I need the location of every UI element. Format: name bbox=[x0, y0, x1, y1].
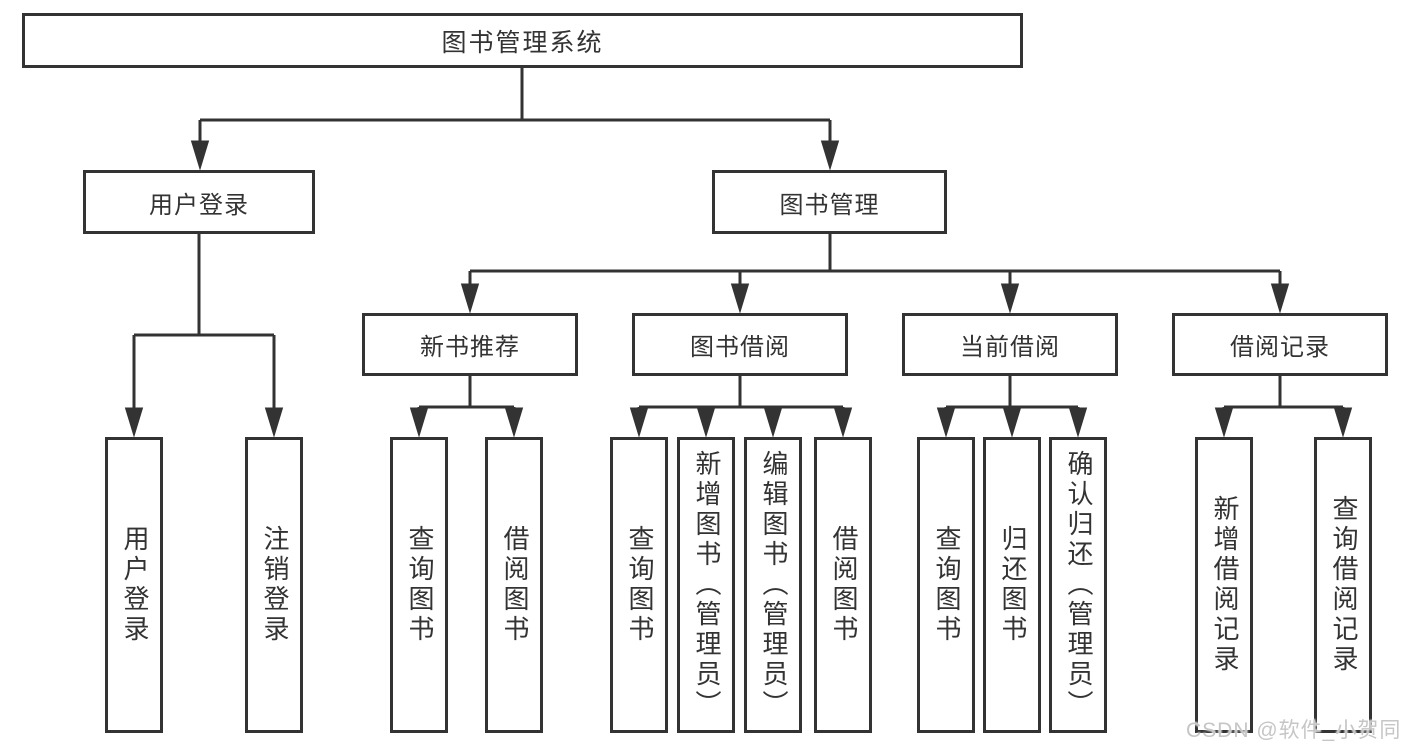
leaf-newrec-query-books-label: 查询图书 bbox=[404, 525, 435, 645]
leaf-logout-label: 注销登录 bbox=[259, 525, 290, 645]
node-book-borrowing-label: 图书借阅 bbox=[690, 334, 790, 361]
leaf-current-return-books: 归还图书 bbox=[983, 437, 1041, 733]
leaf-borrow-query-books: 查询图书 bbox=[610, 437, 668, 733]
leaf-borrow-edit-books-admin-label: 编辑图书（管理员） bbox=[758, 450, 789, 720]
leaf-user-login: 用户登录 bbox=[105, 437, 163, 733]
leaf-current-query-books: 查询图书 bbox=[917, 437, 975, 733]
leaf-user-login-label: 用户登录 bbox=[119, 525, 150, 645]
leaf-newrec-borrow-books-label: 借阅图书 bbox=[499, 525, 530, 645]
leaf-current-confirm-return-admin: 确认归还（管理员） bbox=[1049, 437, 1107, 733]
leaf-records-query-record: 查询借阅记录 bbox=[1314, 437, 1372, 733]
leaf-logout: 注销登录 bbox=[245, 437, 303, 733]
leaf-current-query-books-label: 查询图书 bbox=[931, 525, 962, 645]
leaf-borrow-add-books-admin: 新增图书（管理员） bbox=[677, 437, 735, 733]
node-book-management-label: 图书管理 bbox=[779, 191, 880, 219]
connector-book-borrow-to-leaves bbox=[629, 375, 853, 438]
leaf-newrec-query-books: 查询图书 bbox=[390, 437, 448, 733]
leaf-borrow-borrow-books: 借阅图书 bbox=[814, 437, 872, 733]
leaf-records-add-record-label: 新增借阅记录 bbox=[1209, 495, 1240, 675]
leaf-records-query-record-label: 查询借阅记录 bbox=[1328, 495, 1359, 675]
node-borrowing-records-label: 借阅记录 bbox=[1230, 334, 1330, 361]
leaf-borrow-borrow-books-label: 借阅图书 bbox=[828, 525, 859, 645]
connector-book-mgmt-to-level3 bbox=[460, 234, 1290, 314]
node-user-login-label: 用户登录 bbox=[149, 191, 249, 219]
csdn-watermark: CSDN @软件_小贺同学 bbox=[1186, 719, 1402, 742]
leaf-newrec-borrow-books: 借阅图书 bbox=[485, 437, 543, 733]
connector-borrow-records-to-leaves bbox=[1214, 375, 1353, 438]
node-root-system: 图书管理系统 bbox=[22, 13, 1023, 68]
node-borrowing-records: 借阅记录 bbox=[1172, 313, 1388, 376]
connector-root-to-level2 bbox=[190, 67, 840, 171]
node-current-borrowing-label: 当前借阅 bbox=[960, 334, 1060, 361]
leaf-current-confirm-return-admin-label: 确认归还（管理员） bbox=[1063, 450, 1094, 720]
node-new-book-recommend-label: 新书推荐 bbox=[420, 334, 520, 361]
node-book-borrowing: 图书借阅 bbox=[632, 313, 848, 376]
leaf-borrow-add-books-admin-label: 新增图书（管理员） bbox=[691, 450, 722, 720]
node-root-system-label: 图书管理系统 bbox=[441, 28, 604, 57]
leaf-current-return-books-label: 归还图书 bbox=[997, 525, 1028, 645]
connector-current-borrow-to-leaves bbox=[936, 375, 1088, 438]
node-book-management: 图书管理 bbox=[712, 170, 947, 234]
leaf-borrow-edit-books-admin: 编辑图书（管理员） bbox=[744, 437, 802, 733]
connector-user-login-to-leaves bbox=[124, 233, 284, 438]
connector-new-book-rec-to-leaves bbox=[409, 375, 524, 438]
node-current-borrowing: 当前借阅 bbox=[902, 313, 1118, 376]
leaf-borrow-query-books-label: 查询图书 bbox=[624, 525, 655, 645]
node-user-login: 用户登录 bbox=[83, 170, 315, 234]
node-new-book-recommend: 新书推荐 bbox=[362, 313, 578, 376]
leaf-records-add-record: 新增借阅记录 bbox=[1195, 437, 1253, 733]
